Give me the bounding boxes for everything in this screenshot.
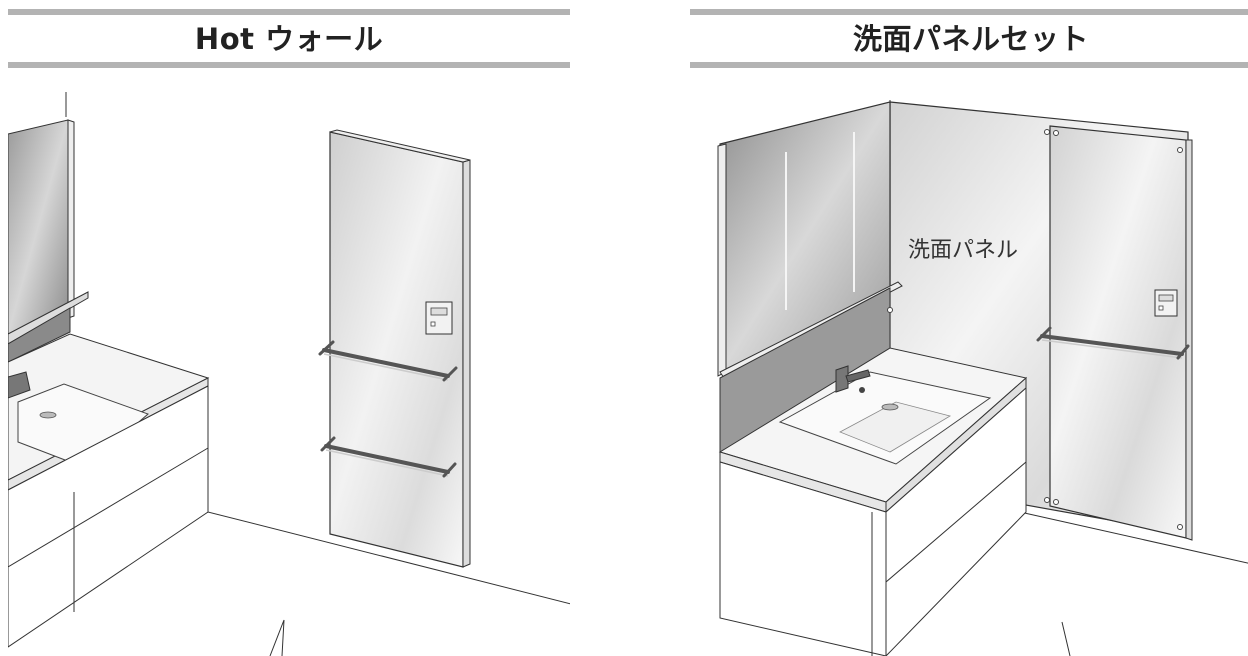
hot-wall-panel (329, 131, 464, 568)
panel-title: Hot ウォール (194, 22, 384, 56)
header-rule-top (8, 9, 570, 15)
hot-wall-illustration (8, 72, 570, 656)
right-wall-panel (1049, 125, 1187, 539)
controller-icon (1154, 289, 1178, 317)
mirror (8, 119, 69, 335)
panel-hot-wall: Hot ウォール (8, 0, 570, 656)
header-rule-top (690, 9, 1248, 15)
panel-washbasin-set: 洗面パネルセット (690, 0, 1248, 656)
washbasin-set-illustration (690, 72, 1248, 656)
header-rule-bottom (690, 62, 1248, 68)
header-rule-bottom (8, 62, 570, 68)
controller-icon (425, 301, 453, 335)
panel-title: 洗面パネルセット (852, 22, 1089, 56)
callout-washbasin-panel: 洗面パネル (908, 238, 1019, 263)
